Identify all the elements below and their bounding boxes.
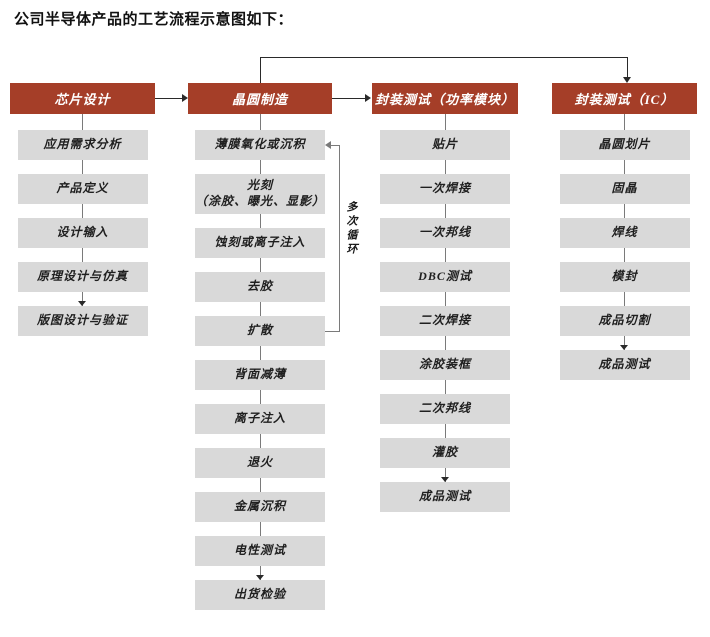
process-step: 二次焊接 bbox=[380, 306, 510, 336]
flow-line-design-to-wafer bbox=[155, 98, 183, 99]
connector-line bbox=[444, 204, 446, 218]
process-step: 晶圆划片 bbox=[559, 130, 690, 160]
connector-line bbox=[259, 258, 261, 272]
connector-line bbox=[259, 302, 261, 316]
connector-line bbox=[259, 114, 261, 130]
process-step: 贴片 bbox=[380, 130, 510, 160]
connector-line bbox=[259, 522, 261, 536]
column-header: 封装测试（功率模块） bbox=[372, 83, 518, 114]
process-step: 成品切割 bbox=[559, 306, 690, 336]
connector-line bbox=[444, 248, 446, 262]
process-step: 光刻 （涂胶、曝光、显影） bbox=[195, 174, 325, 214]
connector-line bbox=[82, 204, 83, 218]
process-step: 出货检验 bbox=[195, 580, 325, 610]
connector-line bbox=[259, 390, 261, 404]
flow-column: 晶圆制造薄膜氧化或沉积光刻 （涂胶、曝光、显影） 蚀刻或离子注入去胶扩散背面减薄离… bbox=[188, 83, 332, 610]
process-step: 应用需求分析 bbox=[17, 130, 148, 160]
process-step: 模封 bbox=[559, 262, 690, 292]
process-step: 灌胶 bbox=[380, 438, 510, 468]
column-header: 晶圆制造 bbox=[188, 83, 332, 114]
flow-column: 封装测试（IC） 晶圆划片固晶焊线模封成品切割成品测试 bbox=[552, 83, 697, 380]
process-step: 固晶 bbox=[559, 174, 690, 204]
flow-line-down-to-ic bbox=[627, 57, 628, 78]
process-step: 二次邦线 bbox=[380, 394, 510, 424]
process-step: 一次焊接 bbox=[380, 174, 510, 204]
process-step: 去胶 bbox=[195, 272, 325, 302]
process-step: 一次邦线 bbox=[380, 218, 510, 248]
arrow-right-icon bbox=[182, 94, 188, 102]
connector-line bbox=[624, 248, 625, 262]
column-header: 封装测试（IC） bbox=[552, 83, 697, 114]
connector-line bbox=[624, 114, 625, 130]
connector-line bbox=[444, 424, 446, 438]
connector-line bbox=[624, 292, 625, 306]
connector-line bbox=[444, 160, 446, 174]
connector-line bbox=[259, 346, 261, 360]
connector-line bbox=[444, 292, 446, 306]
connector-arrow-down bbox=[78, 292, 86, 306]
process-step: 涂胶装框 bbox=[380, 350, 510, 380]
connector-line bbox=[259, 160, 261, 174]
process-step: 扩散 bbox=[195, 316, 325, 346]
flow-line-up-from-wafer bbox=[260, 57, 261, 83]
loop-label: 多次循环 bbox=[345, 201, 357, 257]
connector-line bbox=[624, 204, 625, 218]
connector-line bbox=[82, 248, 83, 262]
loop-line-vertical bbox=[339, 145, 340, 332]
process-step: 焊线 bbox=[559, 218, 690, 248]
connector-line bbox=[259, 434, 261, 448]
connector-arrow-down bbox=[440, 468, 449, 482]
loop-line-top bbox=[331, 145, 339, 146]
arrow-right-icon bbox=[365, 94, 371, 102]
process-step: 设计输入 bbox=[17, 218, 148, 248]
process-step: 背面减薄 bbox=[195, 360, 325, 390]
connector-line bbox=[82, 160, 83, 174]
connector-line bbox=[444, 336, 446, 350]
flow-line-wafer-to-power bbox=[331, 98, 366, 99]
connector-line bbox=[259, 478, 261, 492]
column-header: 芯片设计 bbox=[10, 83, 155, 114]
flow-line-top-horizontal bbox=[260, 57, 627, 58]
connector-line bbox=[624, 160, 625, 174]
process-step: 电性测试 bbox=[195, 536, 325, 566]
connector-line bbox=[444, 114, 446, 130]
process-step: 离子注入 bbox=[195, 404, 325, 434]
arrow-down-icon bbox=[623, 77, 631, 83]
process-step: 成品测试 bbox=[380, 482, 510, 512]
connector-line bbox=[444, 380, 446, 394]
process-step: 产品定义 bbox=[17, 174, 148, 204]
process-step: 金属沉积 bbox=[195, 492, 325, 522]
flow-column: 芯片设计应用需求分析产品定义设计输入原理设计与仿真版图设计与验证 bbox=[10, 83, 155, 336]
flow-column: 封装测试（功率模块） 贴片一次焊接一次邦线 DBC测试二次焊接涂胶装框二次邦线灌胶成… bbox=[372, 83, 518, 512]
arrow-left-icon bbox=[325, 141, 331, 149]
process-step: 薄膜氧化或沉积 bbox=[195, 130, 325, 160]
process-step: 退火 bbox=[195, 448, 325, 478]
loop-line-bottom bbox=[325, 331, 339, 332]
process-step: 版图设计与验证 bbox=[17, 306, 148, 336]
process-step: DBC测试 bbox=[380, 262, 510, 292]
connector-line bbox=[259, 214, 261, 228]
connector-arrow-down bbox=[620, 336, 628, 350]
page-title: 公司半导体产品的工艺流程示意图如下： bbox=[14, 12, 294, 28]
process-step: 原理设计与仿真 bbox=[17, 262, 148, 292]
connector-line bbox=[82, 114, 83, 130]
connector-arrow-down bbox=[255, 566, 264, 580]
process-step: 蚀刻或离子注入 bbox=[195, 228, 325, 258]
process-step: 成品测试 bbox=[559, 350, 690, 380]
